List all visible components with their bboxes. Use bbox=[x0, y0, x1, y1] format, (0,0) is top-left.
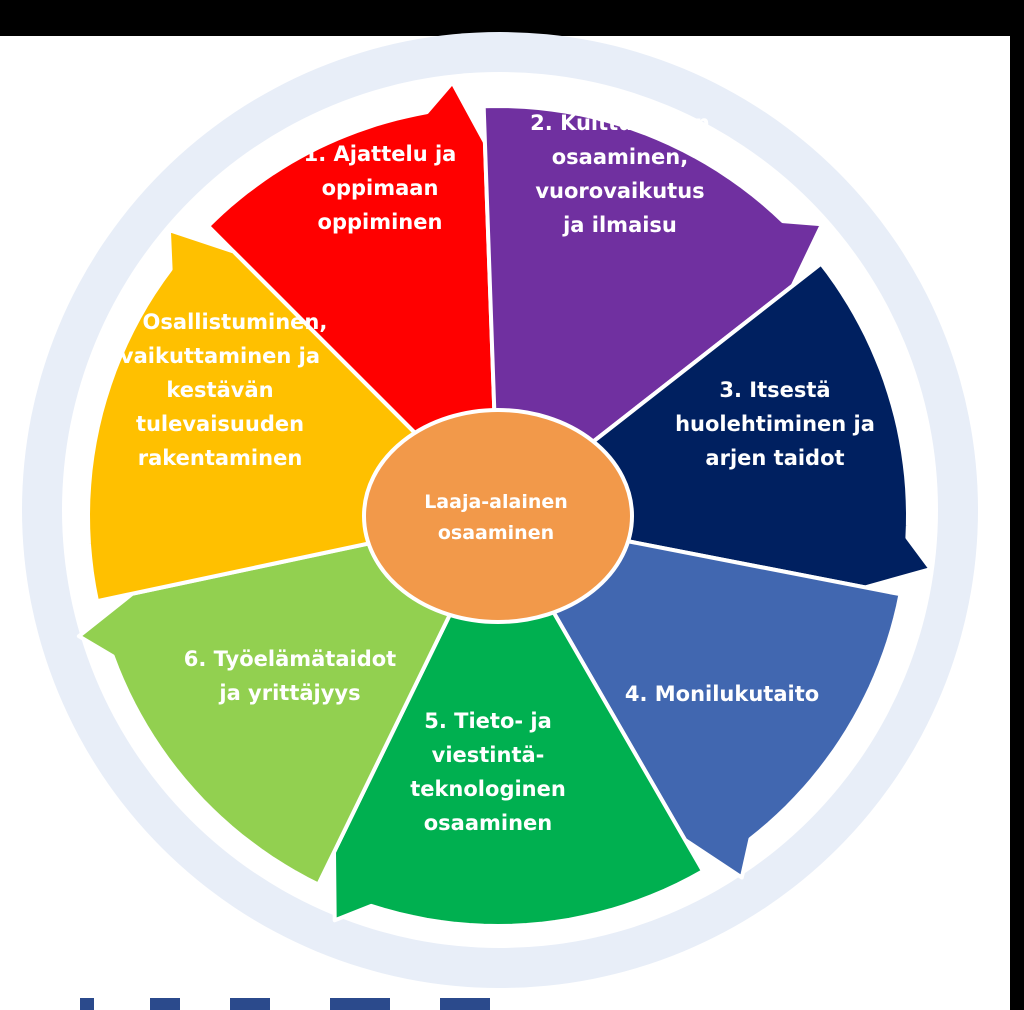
segment-1-label-line: oppiminen bbox=[318, 210, 443, 234]
segment-7-label-line: tulevaisuuden bbox=[136, 412, 304, 436]
segment-4-label-line: 4. Monilukutaito bbox=[625, 682, 819, 706]
segment-3-label-line: huolehtiminen ja bbox=[675, 412, 875, 436]
cropped-glyph bbox=[150, 998, 180, 1010]
top-black-bar bbox=[0, 0, 1024, 36]
cropped-glyph bbox=[440, 998, 490, 1010]
segment-3-label-line: arjen taidot bbox=[705, 446, 844, 470]
segment-5-label-line: osaaminen bbox=[424, 811, 553, 835]
segment-7-label-line: kestävän bbox=[166, 378, 273, 402]
center-label-line1: Laaja-alainen bbox=[424, 491, 568, 513]
labels-group: 1. Ajattelu ja oppimaan oppiminen 2. Kulttu… bbox=[113, 111, 875, 835]
segment-6 bbox=[76, 514, 500, 887]
segment-5-label-line: viestintä- bbox=[432, 743, 545, 767]
segment-7-label-line: 7. Osallistuminen, bbox=[113, 310, 328, 334]
cropped-glyph bbox=[80, 998, 94, 1010]
segment-4 bbox=[496, 514, 903, 880]
cropped-glyph bbox=[230, 998, 270, 1010]
segment-5 bbox=[332, 514, 705, 928]
segment-2-label-line: ja ilmaisu bbox=[562, 213, 677, 237]
segment-2-label-line: vuorovaikutus bbox=[535, 179, 704, 203]
segment-6-label-line: 6. Työelämätaidot bbox=[184, 647, 396, 671]
segment-6-label-line: ja yrittäjyys bbox=[218, 681, 360, 705]
segment-2-label-line: 2. Kulttuurinen bbox=[530, 111, 710, 135]
cropped-bottom-text bbox=[60, 996, 520, 1010]
segment-5-label-line: 5. Tieto- ja bbox=[424, 709, 552, 733]
right-black-bar bbox=[1010, 36, 1024, 1010]
center-ellipse bbox=[362, 408, 634, 624]
segment-7-label-line: vaikuttaminen ja bbox=[120, 344, 320, 368]
segment-7-label-line: rakentaminen bbox=[138, 446, 303, 470]
segment-3-label-line: 3. Itsestä bbox=[719, 378, 830, 402]
segment-1 bbox=[206, 80, 500, 518]
cropped-glyph bbox=[330, 998, 390, 1010]
segment-1-label-line: 1. Ajattelu ja bbox=[304, 142, 457, 166]
center-label-line2: osaaminen bbox=[438, 522, 554, 544]
segment-5-label-line: teknologinen bbox=[410, 777, 566, 801]
segment-2-label-line: osaaminen, bbox=[552, 145, 688, 169]
segment-2 bbox=[481, 104, 824, 518]
segment-1-label-line: oppimaan bbox=[322, 176, 439, 200]
